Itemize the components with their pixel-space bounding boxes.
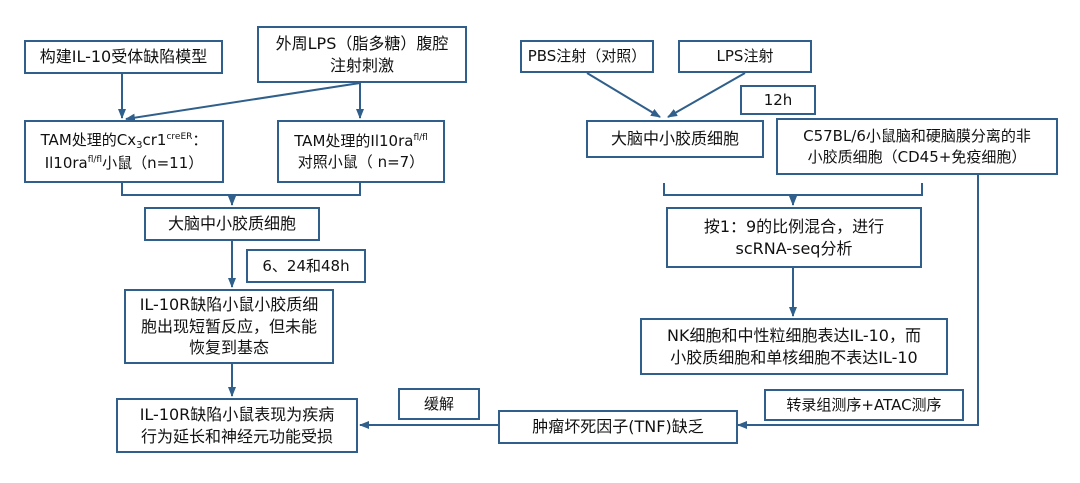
ko-line-2: Il10rafl/fl小鼠（n=11） (44, 153, 204, 172)
relief-text: 缓解 (423, 394, 454, 413)
nk-line-2: 小胶质细胞和单核细胞不表达IL-10 (670, 347, 918, 367)
bracket-right (663, 183, 923, 196)
mix-scrna-box: 按1：9的比例混合，进行 scRNA-seq分析 (666, 207, 922, 268)
right-microglia-text: 大脑中小胶质细胞 (610, 129, 739, 149)
non-microglia-box: C57BL/6小鼠脑和硬脑膜分离的非 小胶质细胞（CD45+免疫细胞） (776, 118, 1058, 175)
transient-line-1: IL-10R缺陷小鼠小胶质细 (139, 295, 319, 315)
transient-line-2: 胞出现短暂反应，但未能 (140, 316, 317, 336)
nonmicroglia-line-1: C57BL/6小鼠脑和硬脑膜分离的非 (803, 127, 1031, 146)
lps-injection-box: LPS注射 (678, 40, 812, 73)
result-line-2: 行为延长和神经元功能受损 (140, 426, 333, 446)
lps-injection-text: LPS注射 (716, 47, 774, 66)
nonmicroglia-line-2: 小胶质细胞（CD45+免疫细胞） (807, 147, 1027, 166)
pbs-box: PBS注射（对照） (520, 40, 654, 73)
ko-mice-box: TAM处理的Cx3cr1creER： Il10rafl/fl小鼠（n=11） (24, 120, 224, 183)
ko-line-1: TAM处理的Cx3cr1creER： (40, 131, 208, 152)
arrow-nonmicroglia-to-tnf (737, 175, 979, 429)
arrow-lps-to-microglia (667, 72, 746, 118)
ctrl-line-2: 对照小鼠（ n=7） (297, 152, 425, 171)
tnf-deficiency-box: 肿瘤坏死因子(TNF)缺乏 (498, 410, 738, 444)
left-microglia-text: 大脑中小胶质细胞 (167, 214, 296, 234)
arrow-lps-to-ko (125, 82, 361, 122)
model-text: 构建IL-10受体缺陷模型 (39, 47, 208, 67)
lps-line-2: 注射刺激 (329, 55, 394, 75)
sequencing-box: 转录组测序+ATAC测序 (764, 389, 964, 421)
mix-line-1: 按1：9的比例混合，进行 (703, 216, 885, 236)
left-microglia-box: 大脑中小胶质细胞 (144, 207, 320, 241)
right-microglia-box: 大脑中小胶质细胞 (586, 120, 764, 158)
pbs-text: PBS注射（对照） (527, 47, 647, 66)
transient-response-box: IL-10R缺陷小鼠小胶质细 胞出现短暂反应，但未能 恢复到基态 (124, 289, 334, 364)
relief-box: 缓解 (398, 388, 480, 420)
tnf-text: 肿瘤坏死因子(TNF)缺乏 (532, 417, 704, 437)
lps-stimulation-box: 外周LPS（脂多糖）腹腔 注射刺激 (257, 26, 467, 83)
right-time-box: 12h (740, 85, 816, 115)
result-box: IL-10R缺陷小鼠表现为疾病 行为延长和神经元功能受损 (116, 398, 358, 453)
sequencing-text: 转录组测序+ATAC测序 (786, 395, 942, 414)
result-line-1: IL-10R缺陷小鼠表现为疾病 (139, 404, 335, 424)
left-time-box: 6、24和48h (246, 249, 366, 283)
lps-line-1: 外周LPS（脂多糖）腹腔 (275, 33, 449, 53)
arrow-pbs-to-microglia (586, 72, 661, 118)
il10-expression-box: NK细胞和中性粒细胞表达IL-10，而 小胶质细胞和单核细胞不表达IL-10 (640, 318, 948, 375)
left-time-text: 6、24和48h (262, 256, 350, 275)
nk-line-1: NK细胞和中性粒细胞表达IL-10，而 (667, 325, 921, 345)
right-time-text: 12h (763, 90, 793, 109)
transient-line-3: 恢复到基态 (188, 338, 269, 358)
bracket-left (121, 183, 361, 196)
mix-line-2: scRNA-seq分析 (735, 238, 853, 258)
control-mice-box: TAM处理的Il10rafl/fl 对照小鼠（ n=7） (277, 120, 445, 183)
model-box: 构建IL-10受体缺陷模型 (24, 40, 223, 74)
ctrl-line-1: TAM处理的Il10rafl/fl (294, 132, 428, 151)
